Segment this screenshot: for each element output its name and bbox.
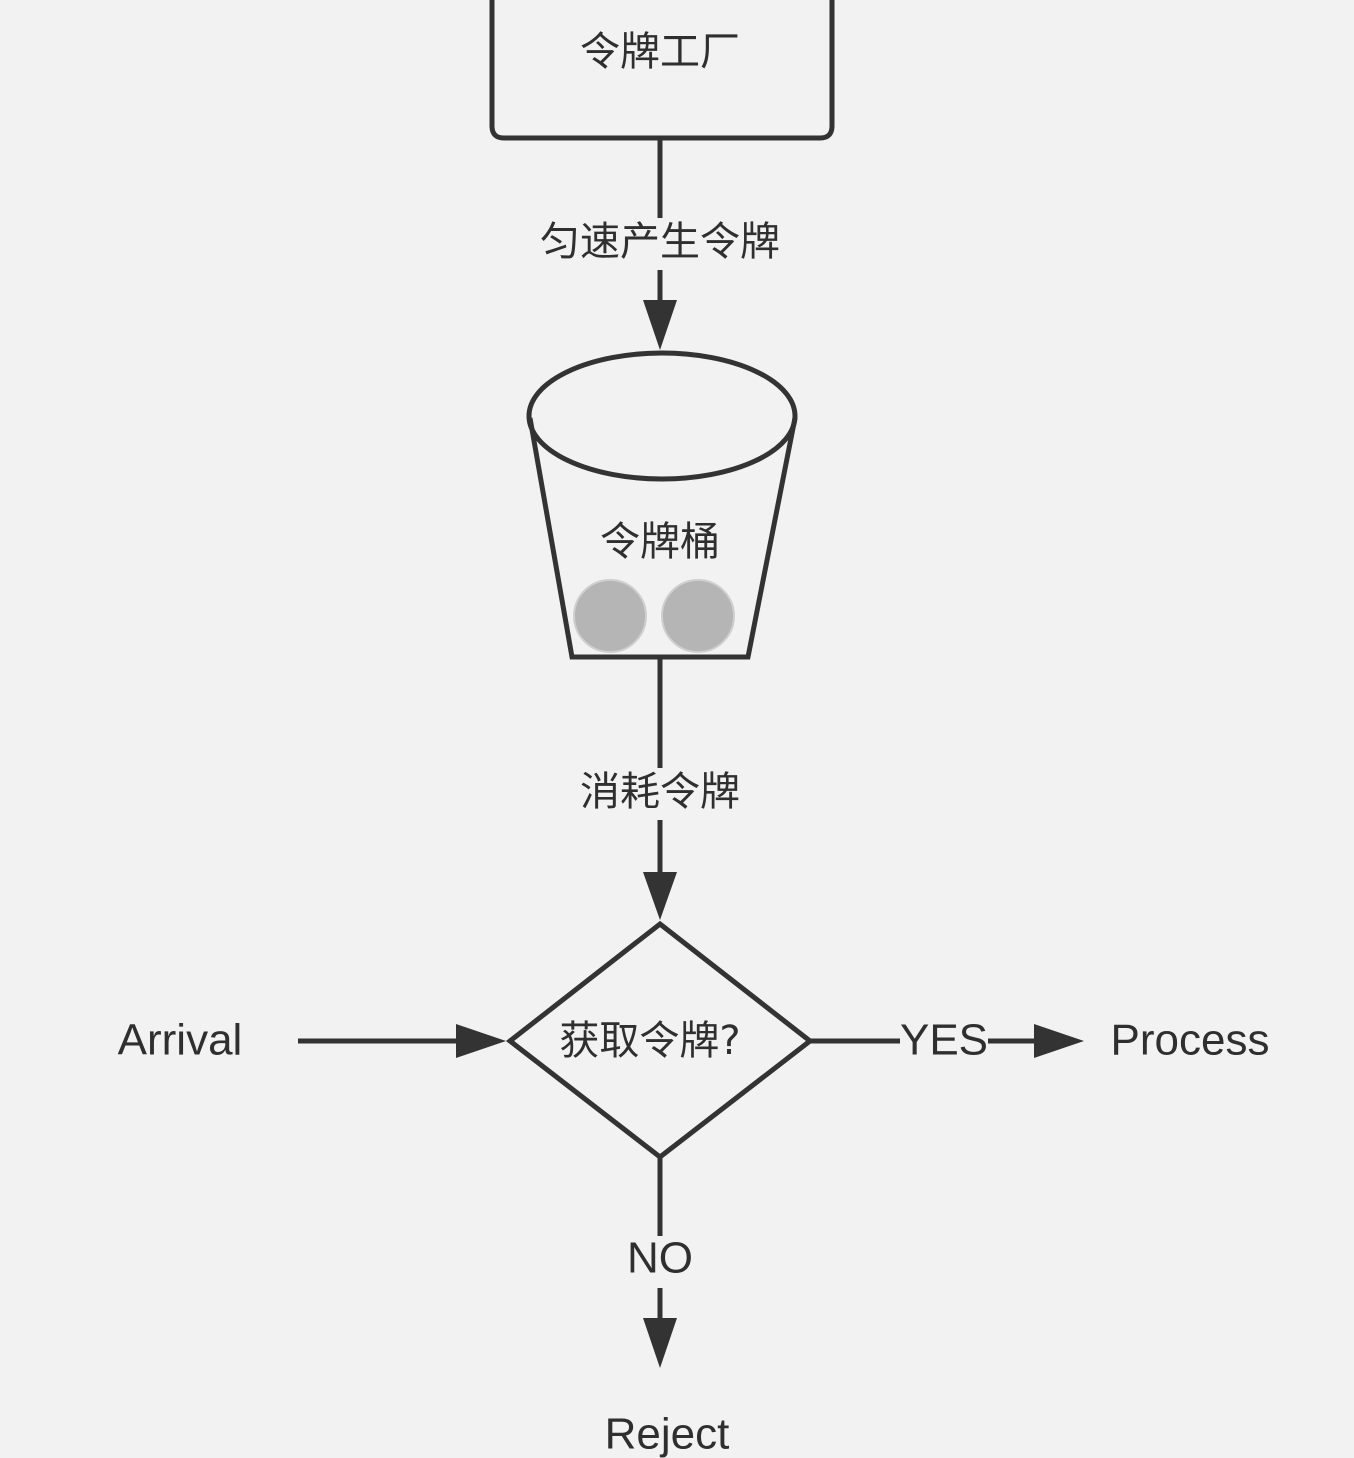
arrival-label: Arrival (118, 1016, 243, 1065)
no-label: NO (627, 1234, 693, 1283)
token-2 (661, 579, 735, 653)
token-group (573, 579, 735, 653)
bucket-label: 令牌桶 (600, 519, 720, 565)
token-1 (573, 579, 647, 653)
decision-label: 获取令牌? (559, 1018, 740, 1064)
process-label: Process (1111, 1016, 1270, 1065)
generate-label: 匀速产生令牌 (540, 219, 780, 265)
consume-label: 消耗令牌 (580, 769, 740, 815)
bucket-rim (526, 350, 798, 482)
generate-arrowhead (643, 300, 677, 350)
reject-label: Reject (605, 1410, 730, 1458)
arrival-arrowhead (456, 1024, 506, 1058)
consume-arrowhead (643, 872, 677, 920)
yes-label: YES (900, 1016, 988, 1065)
factory-label: 令牌工厂 (580, 29, 740, 75)
no-arrowhead (643, 1318, 677, 1368)
yes-arrowhead (1034, 1024, 1084, 1058)
